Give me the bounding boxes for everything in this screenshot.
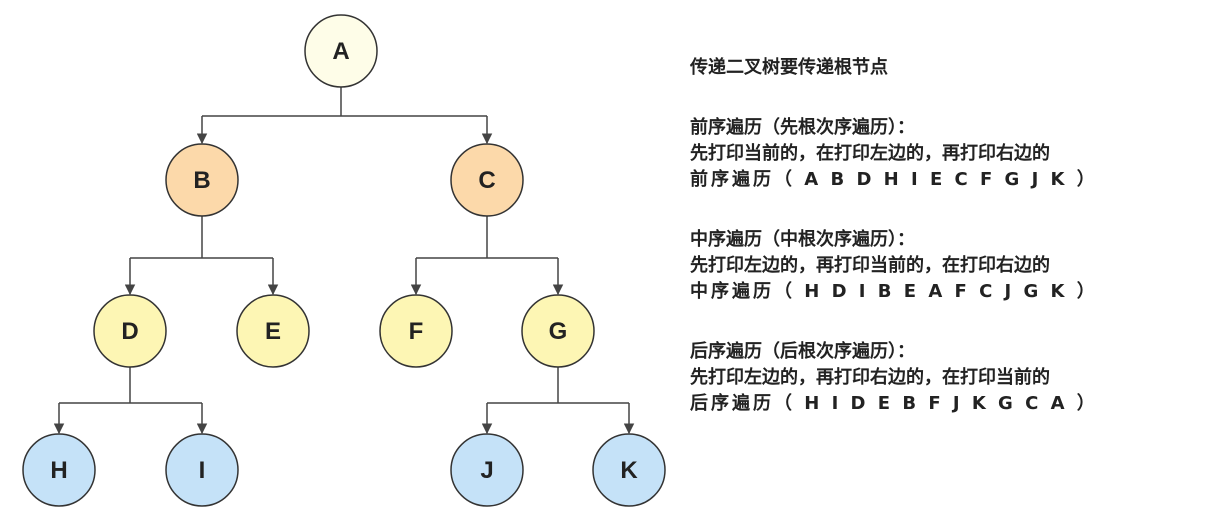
- node-label-D: D: [121, 318, 138, 345]
- node-circle-B: [165, 143, 239, 217]
- preorder-rule: 先打印当前的，在打印左边的，再打印右边的: [690, 143, 1050, 164]
- postorder-title: 后序遍历（后根次序遍历）：: [690, 341, 915, 362]
- postorder-result: 后序遍历（ H I D E B F J K G C A ）: [690, 393, 1098, 414]
- notes-heading: 传递二叉树要传递根节点: [690, 57, 888, 78]
- traversal-notes: 传递二叉树要传递根节点 前序遍历（先根次序遍历）： 先打印当前的，在打印左边的，…: [690, 55, 1210, 417]
- node-circle-F: [379, 294, 453, 368]
- node-label-A: A: [332, 38, 349, 65]
- node-D: D: [93, 294, 167, 368]
- edge-C: [410, 216, 564, 296]
- inorder-title: 中序遍历（中根次序遍历）：: [690, 229, 915, 250]
- node-label-H: H: [50, 457, 67, 484]
- node-label-E: E: [265, 318, 281, 345]
- node-label-G: G: [549, 318, 568, 345]
- node-label-C: C: [478, 167, 495, 194]
- node-circle-C: [450, 143, 524, 217]
- node-J: J: [450, 433, 524, 507]
- inorder-result: 中序遍历（ H D I B E A F C J G K ）: [690, 281, 1098, 302]
- binary-tree-diagram: A B C D E F G H I J K: [22, 14, 666, 507]
- node-label-K: K: [620, 457, 638, 484]
- node-circle-K: [592, 433, 666, 507]
- preorder-title: 前序遍历（先根次序遍历）：: [690, 117, 915, 138]
- node-label-J: J: [480, 457, 493, 484]
- node-I: I: [165, 433, 239, 507]
- node-E: E: [236, 294, 310, 368]
- node-circle-I: [165, 433, 239, 507]
- edge-G: [481, 367, 635, 435]
- node-circle-E: [236, 294, 310, 368]
- node-circle-D: [93, 294, 167, 368]
- node-circle-J: [450, 433, 524, 507]
- node-label-F: F: [409, 318, 424, 345]
- node-circle-H: [22, 433, 96, 507]
- edge-D: [53, 367, 208, 435]
- inorder-rule: 先打印左边的，再打印当前的，在打印右边的: [690, 255, 1050, 276]
- node-A: A: [304, 14, 378, 88]
- tree-edges: [53, 87, 635, 435]
- node-F: F: [379, 294, 453, 368]
- postorder-rule: 先打印左边的，再打印右边的，在打印当前的: [690, 367, 1050, 388]
- node-circle-A: [304, 14, 378, 88]
- edge-B: [124, 216, 279, 296]
- node-K: K: [592, 433, 666, 507]
- node-label-I: I: [199, 457, 206, 484]
- preorder-result: 前序遍历（ A B D H I E C F G J K ）: [690, 169, 1098, 190]
- node-circle-G: [521, 294, 595, 368]
- node-label-B: B: [193, 167, 210, 194]
- edge-A: [196, 87, 493, 145]
- node-H: H: [22, 433, 96, 507]
- tree-nodes: A B C D E F G H I J K: [22, 14, 666, 507]
- node-G: G: [521, 294, 595, 368]
- node-B: B: [165, 143, 239, 217]
- node-C: C: [450, 143, 524, 217]
